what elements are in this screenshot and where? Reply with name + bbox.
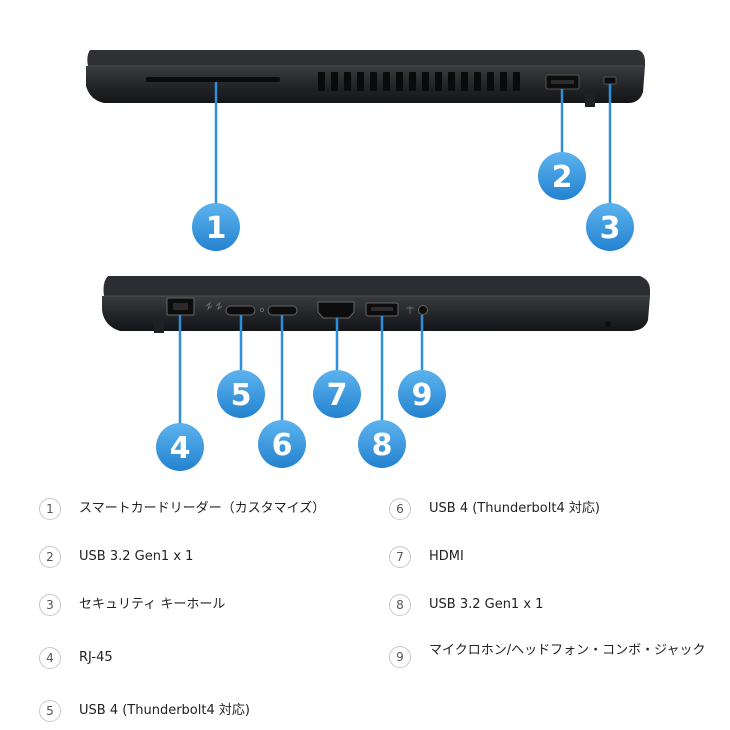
legend-number: 2 <box>39 546 61 568</box>
callout-number: 8 <box>372 428 393 463</box>
legend-label: セキュリティ キーホール <box>79 597 226 612</box>
legend-label: HDMI <box>429 549 464 564</box>
usb-c-port-2 <box>267 305 298 316</box>
callout-number: 3 <box>600 211 621 246</box>
security-keyhole <box>603 76 617 85</box>
legend-item-6: 6 USB 4 (Thunderbolt4 対応) <box>389 498 600 520</box>
legend-item-1: 1 スマートカードリーダー（カスタマイズ） <box>39 498 325 520</box>
legend-number: 1 <box>39 498 61 520</box>
legend-label: USB 3.2 Gen1 x 1 <box>429 597 544 612</box>
callout-number: 2 <box>552 160 573 195</box>
legend-label: RJ-45 <box>79 650 113 665</box>
legend-label: スマートカードリーダー（カスタマイズ） <box>79 501 326 516</box>
legend-item-4: 4 RJ-45 <box>39 647 113 669</box>
laptop-right-side-view <box>86 50 646 107</box>
legend-number: 6 <box>389 498 411 520</box>
legend-number: 4 <box>39 647 61 669</box>
callout-badge-3: 3 <box>586 203 634 251</box>
port-legend: 1 スマートカードリーダー（カスタマイズ） 2 USB 3.2 Gen1 x 1… <box>0 480 730 730</box>
leader-lines-top <box>214 82 612 208</box>
legend-label: USB 4 (Thunderbolt4 対応) <box>79 703 250 718</box>
legend-number: 3 <box>39 594 61 616</box>
callout-badge-1: 1 <box>192 203 240 251</box>
audio-jack <box>418 305 428 315</box>
legend-number: 7 <box>389 546 411 568</box>
usb-c-port-1 <box>225 305 256 316</box>
legend-label: USB 3.2 Gen1 x 1 <box>79 549 194 564</box>
callout-badge-4: 4 <box>156 423 204 471</box>
legend-label: USB 4 (Thunderbolt4 対応) <box>429 501 600 516</box>
legend-item-9: 9 マイクロホン/ヘッドフォン・コンボ・ジャック <box>389 640 719 668</box>
callout-badge-6: 6 <box>258 420 306 468</box>
legend-number: 8 <box>389 594 411 616</box>
legend-label: マイクロホン/ヘッドフォン・コンボ・ジャック <box>429 643 706 658</box>
callout-badges: 1 2 3 4 5 6 7 8 9 <box>156 152 634 471</box>
hdmi-port <box>317 301 355 319</box>
laptop-left-side-view <box>102 276 650 333</box>
callout-badge-8: 8 <box>358 420 406 468</box>
leader-lines-bottom <box>178 315 424 425</box>
legend-number: 9 <box>389 646 411 668</box>
callout-number: 1 <box>206 211 227 246</box>
callout-badge-9: 9 <box>398 370 446 418</box>
legend-item-3: 3 セキュリティ キーホール <box>39 594 225 616</box>
callout-badge-5: 5 <box>217 370 265 418</box>
callout-number: 9 <box>412 378 433 413</box>
legend-item-2: 2 USB 3.2 Gen1 x 1 <box>39 546 193 568</box>
callout-number: 5 <box>231 378 252 413</box>
callout-number: 6 <box>272 428 293 463</box>
callout-number: 4 <box>170 431 191 466</box>
legend-item-7: 7 HDMI <box>389 546 464 568</box>
legend-number: 5 <box>39 700 61 722</box>
callout-number: 7 <box>327 378 348 413</box>
port-icons <box>205 301 414 314</box>
callout-badge-2: 2 <box>538 152 586 200</box>
legend-item-8: 8 USB 3.2 Gen1 x 1 <box>389 594 543 616</box>
laptop-ports-figure: 1 2 3 4 5 6 7 8 9 <box>86 50 650 471</box>
vent-grille <box>318 72 520 91</box>
smart-card-slot <box>146 77 280 82</box>
legend-item-5: 5 USB 4 (Thunderbolt4 対応) <box>39 700 250 722</box>
callout-badge-7: 7 <box>313 370 361 418</box>
